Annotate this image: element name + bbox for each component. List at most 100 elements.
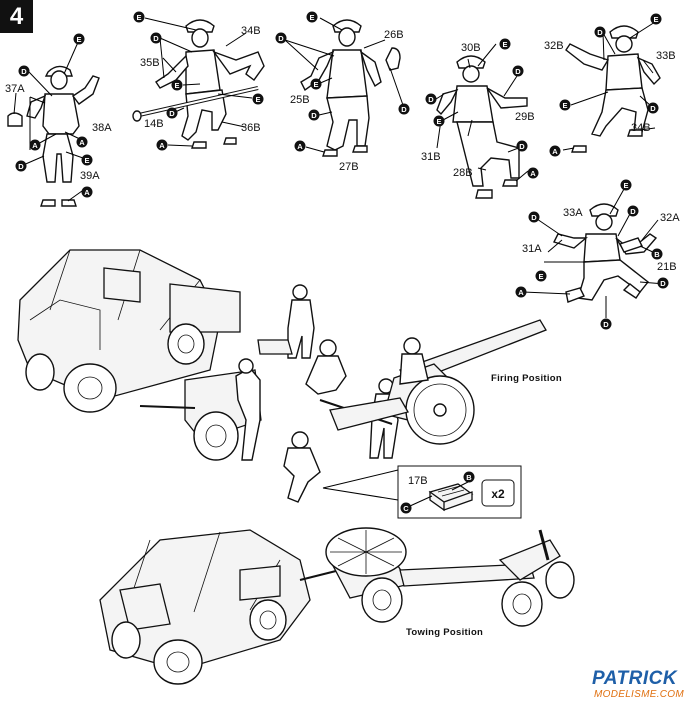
svg-text:A: A bbox=[84, 188, 90, 197]
glue-marker-d: D bbox=[600, 318, 612, 330]
figure-kneeling-gunner bbox=[436, 55, 528, 199]
figure-loader bbox=[300, 19, 401, 157]
svg-text:E: E bbox=[309, 13, 314, 22]
label-part-25b: 25B bbox=[290, 94, 310, 106]
glue-marker-e: E bbox=[133, 11, 145, 23]
label-part-33a: 33A bbox=[563, 207, 583, 219]
glue-marker-a: A bbox=[156, 139, 168, 151]
label-part-14b: 14B bbox=[144, 118, 164, 130]
glue-marker-e: E bbox=[650, 13, 662, 25]
glue-marker-a: A bbox=[29, 139, 41, 151]
glue-marker-d: D bbox=[275, 32, 287, 44]
svg-text:E: E bbox=[255, 95, 260, 104]
svg-text:A: A bbox=[518, 288, 524, 297]
svg-text:E: E bbox=[562, 101, 567, 110]
svg-text:A: A bbox=[297, 142, 303, 151]
label-part-28b: 28B bbox=[453, 167, 473, 179]
label-part-17b: 17B bbox=[408, 475, 428, 487]
svg-text:A: A bbox=[159, 141, 165, 150]
label-part-33b: 33B bbox=[656, 50, 676, 62]
glue-marker-c: C bbox=[400, 502, 412, 514]
label-part-30b: 30B bbox=[461, 42, 481, 54]
label-part-32b: 32B bbox=[544, 40, 564, 52]
label-part-37a: 37A bbox=[5, 83, 25, 95]
figure-gunner-rammer-leaders bbox=[144, 17, 253, 147]
glue-marker-a: A bbox=[294, 140, 306, 152]
figure-running-gunner-leaders bbox=[562, 21, 656, 151]
svg-text:A: A bbox=[552, 147, 558, 156]
label-part-29b: 29B bbox=[515, 111, 535, 123]
svg-text:E: E bbox=[538, 272, 543, 281]
svg-text:E: E bbox=[313, 80, 318, 89]
label-part-31a: 31A bbox=[522, 243, 542, 255]
label-part-34b-second: 34B bbox=[631, 122, 651, 134]
glue-marker-a: A bbox=[549, 145, 561, 157]
glue-marker-e: E bbox=[81, 154, 93, 166]
glue-marker-e: E bbox=[252, 93, 264, 105]
glue-marker-b: B bbox=[463, 471, 475, 483]
glue-marker-e: E bbox=[306, 11, 318, 23]
glue-marker-a: A bbox=[76, 136, 88, 148]
glue-marker-d: D bbox=[308, 109, 320, 121]
svg-text:D: D bbox=[18, 162, 24, 171]
watermark-sub: MODELISME.COM bbox=[594, 689, 685, 700]
glue-marker-e: E bbox=[499, 38, 511, 50]
glue-marker-e: E bbox=[535, 270, 547, 282]
svg-text:D: D bbox=[660, 279, 666, 288]
artillery-tractor-firing bbox=[17, 249, 241, 413]
watermark-logo: PATRICK MODELISME.COM bbox=[590, 668, 698, 704]
svg-text:B: B bbox=[654, 250, 660, 259]
svg-text:D: D bbox=[519, 142, 525, 151]
svg-text:A: A bbox=[79, 138, 85, 147]
glue-marker-e: E bbox=[620, 179, 632, 191]
figure-running-gunner bbox=[565, 25, 661, 153]
glue-marker-d: D bbox=[512, 65, 524, 77]
glue-marker-e: E bbox=[559, 99, 571, 111]
artillery-tractor-towing bbox=[99, 529, 311, 685]
glue-marker-d: D bbox=[594, 26, 606, 38]
crew-carrier bbox=[283, 431, 321, 503]
svg-text:E: E bbox=[653, 15, 658, 24]
svg-text:D: D bbox=[153, 34, 159, 43]
svg-text:D: D bbox=[169, 109, 175, 118]
step-number-badge: 4 bbox=[0, 0, 33, 33]
multiplier-x2: x2 bbox=[491, 487, 505, 501]
glue-marker-d: D bbox=[150, 32, 162, 44]
svg-text:E: E bbox=[76, 35, 81, 44]
svg-text:D: D bbox=[650, 104, 656, 113]
watermark-brand: PATRICK bbox=[592, 668, 678, 689]
glue-markers: E D A A E D A E D E D E A E D E D A D E … bbox=[15, 11, 669, 514]
glue-marker-e: E bbox=[310, 78, 322, 90]
svg-text:D: D bbox=[428, 95, 434, 104]
svg-text:D: D bbox=[603, 320, 609, 329]
caption-towing-position: Towing Position bbox=[406, 627, 483, 638]
glue-marker-a: A bbox=[527, 167, 539, 179]
svg-text:D: D bbox=[630, 207, 636, 216]
svg-text:E: E bbox=[84, 156, 89, 165]
glue-marker-d: D bbox=[647, 102, 659, 114]
glue-marker-e: E bbox=[73, 33, 85, 45]
glue-marker-d: D bbox=[15, 160, 27, 172]
field-gun-towing bbox=[399, 529, 575, 627]
glue-marker-d: D bbox=[528, 211, 540, 223]
svg-text:A: A bbox=[32, 141, 38, 150]
svg-text:E: E bbox=[436, 117, 441, 126]
ammo-limber-towing bbox=[299, 527, 412, 623]
svg-text:D: D bbox=[278, 34, 284, 43]
svg-text:D: D bbox=[597, 28, 603, 37]
label-part-21b: 21B bbox=[657, 261, 677, 273]
label-part-26b: 26B bbox=[384, 29, 404, 41]
svg-text:D: D bbox=[515, 67, 521, 76]
ammo-box-callout: x2 bbox=[322, 465, 522, 519]
label-part-36b: 36B bbox=[241, 122, 261, 134]
svg-text:D: D bbox=[531, 213, 537, 222]
glue-marker-d: D bbox=[516, 140, 528, 152]
label-part-34b: 34B bbox=[241, 25, 261, 37]
label-part-38a: 38A bbox=[92, 122, 112, 134]
glue-marker-d: D bbox=[627, 205, 639, 217]
crew-observer bbox=[257, 284, 315, 359]
rammer-pole bbox=[132, 86, 259, 122]
label-part-35b: 35B bbox=[140, 57, 160, 69]
